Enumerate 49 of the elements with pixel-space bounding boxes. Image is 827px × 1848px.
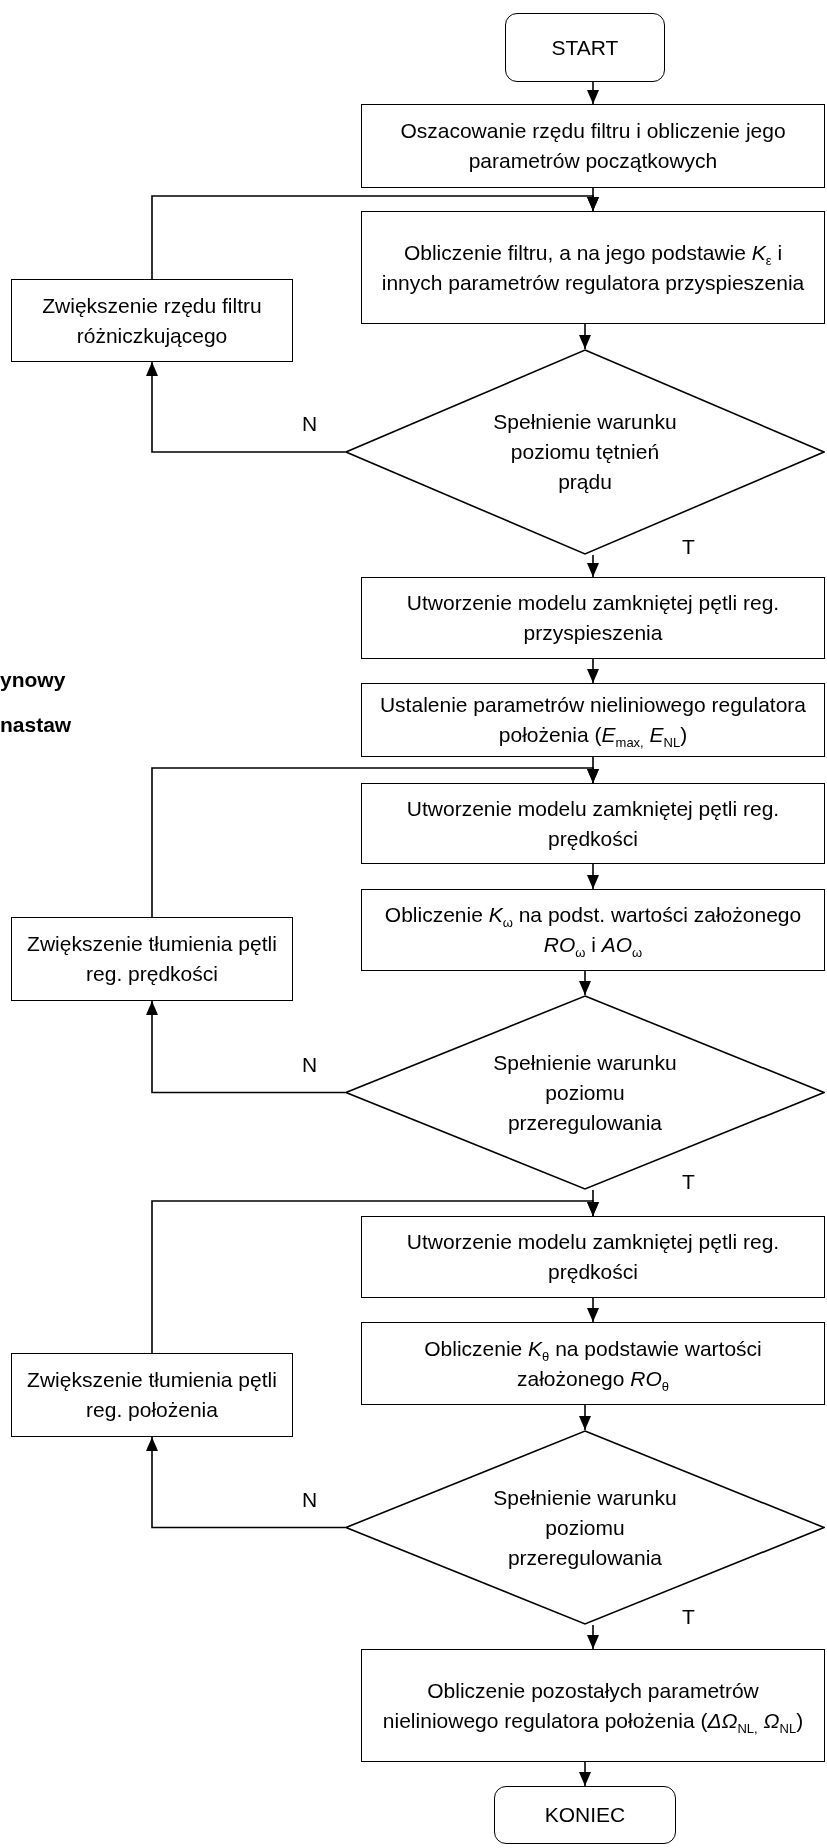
arrow: [146, 1000, 346, 1094]
step-text: KONIEC: [544, 1802, 626, 1828]
partial-text: nastaw: [0, 713, 72, 737]
step-text: Zwiększenie rzędu filtru różniczkującego: [41, 292, 263, 349]
process-box: [361, 1216, 825, 1298]
step-text: START: [551, 34, 619, 61]
step-text: Obliczenie K$_{θ}$ na podstawie wartości założonego RO$_{θ}$: [423, 1335, 763, 1394]
step-text: Utworzenie modelu zamkniętej pętli reg. prędkości: [405, 1229, 781, 1285]
arrow: [146, 361, 346, 453]
step-text: Oszacowanie rzędu filtru i obliczenie jego parametrów początkowych: [399, 118, 787, 174]
arrow: [587, 81, 599, 105]
arrow: [579, 323, 591, 350]
process-box: [361, 1649, 825, 1762]
step-text: Utworzenie modelu zamkniętej pętli reg. prędkości: [405, 795, 781, 852]
arrow: [587, 863, 599, 890]
process-box: [361, 683, 825, 757]
step-text: Utworzenie modelu zamkniętej pętli reg. przyspieszenia: [405, 590, 781, 646]
step-text: Obliczenie pozostałych parametrów nieliniowego regulatora położenia (ΔΩ$_{NL,}$ Ω$_{NL}$): [381, 1677, 805, 1736]
process-box: [361, 1322, 825, 1405]
arrow: [146, 1436, 346, 1529]
process-box: [11, 1353, 293, 1437]
arrow: [579, 970, 591, 996]
arrow: [151, 767, 599, 918]
process-box: [361, 104, 825, 188]
process-box: [361, 889, 825, 971]
process-box: [11, 279, 293, 362]
process-box: [361, 577, 825, 659]
arrow: [587, 554, 599, 578]
arrow: [151, 1200, 599, 1354]
condition-text: Spełnienie warunku poziomu przeregulowania: [492, 1049, 678, 1136]
condition-text: Spełnienie warunku poziomu tętnień prądu: [492, 409, 678, 495]
arrow: [579, 1404, 591, 1431]
arrow: [579, 1761, 591, 1787]
arrow: [587, 1297, 599, 1323]
arrow: [587, 658, 599, 684]
arrow: [587, 1624, 599, 1650]
process-box: [361, 783, 825, 864]
step-text: Zwiększenie tłumienia pętli reg. położenia: [27, 1367, 277, 1423]
step-text: Obliczenie filtru, a na jego podstawie K$_{ε}$ i innych parametrów regulatora przyspieszenia: [380, 239, 806, 296]
arrow: [151, 195, 599, 280]
process-box: [361, 211, 825, 324]
step-text: Zwiększenie tłumienia pętli reg. prędkości: [27, 931, 277, 987]
condition-text: Spełnienie warunku poziomu przeregulowania: [492, 1484, 678, 1571]
process-box: [11, 917, 293, 1001]
terminal-box: [505, 13, 665, 82]
step-text: Obliczenie K$_{ω}$ na podst. wartości założonego RO$_{ω}$ i AO$_{ω}$: [383, 902, 803, 960]
partial-text: ynowy: [0, 668, 66, 692]
terminal-box: [494, 1786, 676, 1844]
step-text: Ustalenie parametrów nieliniowego regulatora położenia (E$_{max,}$ E$_{NL}$): [378, 692, 808, 750]
